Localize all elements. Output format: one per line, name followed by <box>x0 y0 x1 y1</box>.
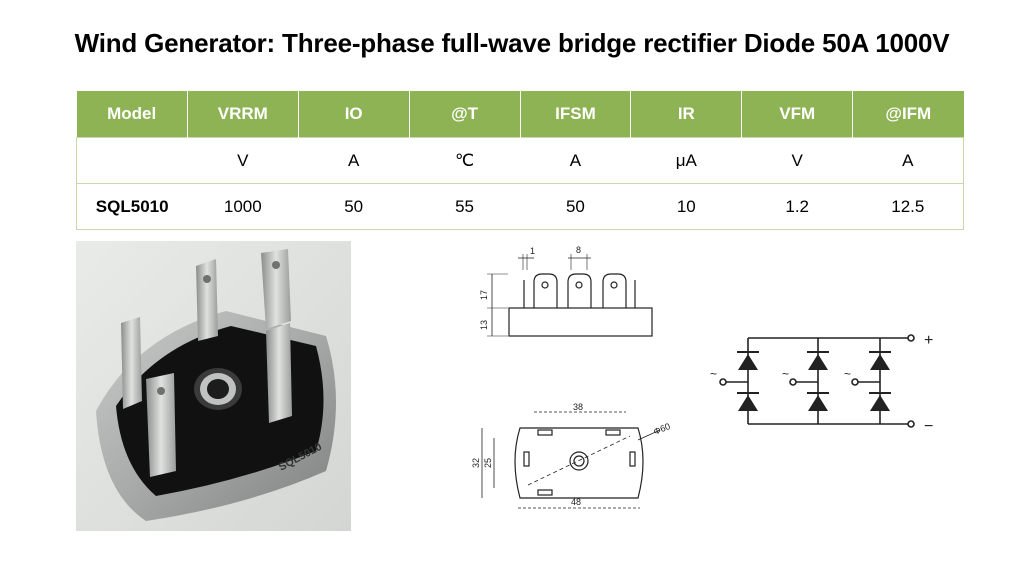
col-header-ir: IR <box>630 91 743 138</box>
dim-label: 25 <box>483 458 493 468</box>
unit-cell: A <box>298 137 410 184</box>
plus-terminal-label: + <box>924 332 933 349</box>
circuit-diagram: + − ~ ~ ~ <box>710 332 933 435</box>
value-cell: 10 <box>630 183 742 230</box>
dim-label: 32 <box>471 458 481 468</box>
dim-label: 1 <box>530 246 535 256</box>
unit-cell: μA <box>630 137 742 184</box>
value-cell: 1.2 <box>741 183 853 230</box>
col-header-model: Model <box>76 91 188 138</box>
unit-cell: A <box>520 137 631 184</box>
col-header-vfm: VFM <box>741 91 854 138</box>
col-header-t: @T <box>409 91 521 138</box>
table-header-row: Model VRRM IO @T IFSM IR VFM @IFM <box>76 91 964 138</box>
page-title: Wind Generator: Three-phase full-wave br… <box>74 28 950 58</box>
value-cell: 55 <box>409 183 520 230</box>
product-photo: SQL5010 <box>76 241 351 531</box>
table-row: SQL5010 1000 50 55 50 10 1.2 12.5 <box>76 183 964 230</box>
unit-cell <box>76 137 188 184</box>
unit-cell: V <box>741 137 853 184</box>
dim-label: 48 <box>571 497 581 507</box>
col-header-vrrm: VRRM <box>187 91 299 138</box>
ac-label: ~ <box>782 367 789 381</box>
col-header-ifsm: IFSM <box>520 91 632 138</box>
dim-label: 17 <box>479 290 489 300</box>
value-cell: 12.5 <box>852 183 964 230</box>
ac-label: ~ <box>844 367 851 381</box>
table-units-row: V A ℃ A μA V A <box>76 137 964 184</box>
spec-table: Model VRRM IO @T IFSM IR VFM @IFM V A ℃ … <box>76 91 964 230</box>
unit-cell: A <box>852 137 964 184</box>
dim-label: Φ60 <box>652 421 672 437</box>
model-cell: SQL5010 <box>76 183 188 230</box>
unit-cell: V <box>187 137 299 184</box>
unit-cell: ℃ <box>409 137 520 184</box>
col-header-io: IO <box>298 91 410 138</box>
col-header-ifm: @IFM <box>852 91 964 138</box>
value-cell: 50 <box>298 183 410 230</box>
minus-terminal-label: − <box>924 418 933 435</box>
dim-label: 38 <box>573 402 583 412</box>
dim-label: 13 <box>479 320 489 330</box>
dim-label: 8 <box>576 245 581 255</box>
value-cell: 50 <box>520 183 631 230</box>
ac-label: ~ <box>710 367 717 381</box>
dimension-drawing: 1 8 17 13 38 Φ60 32 25 48 <box>471 245 672 509</box>
value-cell: 1000 <box>187 183 299 230</box>
